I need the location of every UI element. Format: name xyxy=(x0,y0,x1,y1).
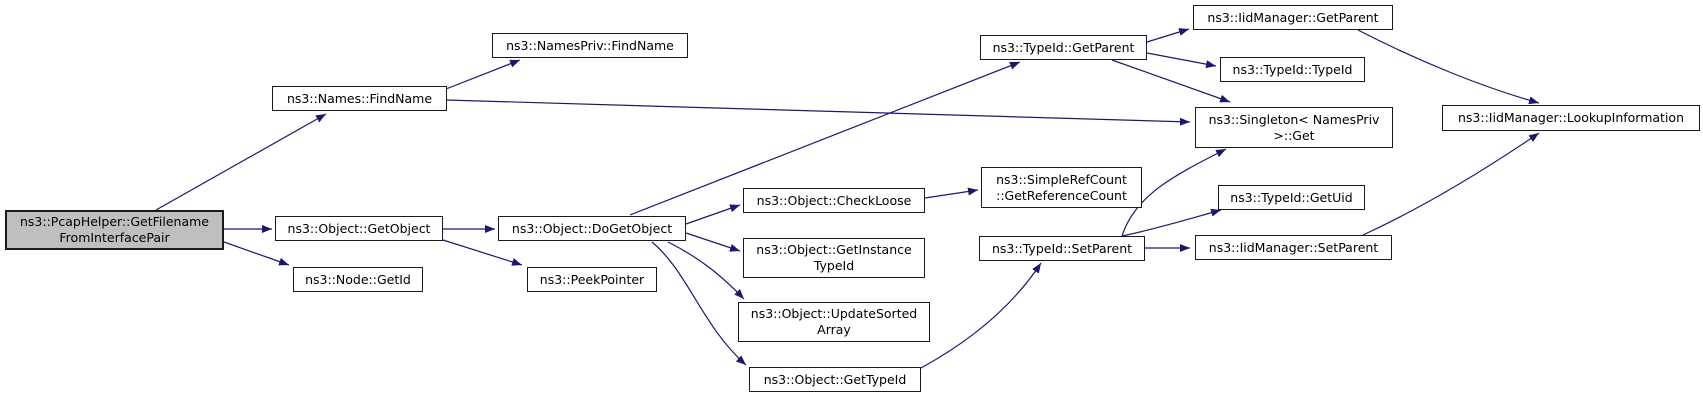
node-object-dogetobject[interactable]: ns3::Object::DoGetObject xyxy=(498,216,686,241)
node-object-gettypeid[interactable]: ns3::Object::GetTypeId xyxy=(749,367,921,392)
node-iidmanager-setparent[interactable]: ns3::IidManager::SetParent xyxy=(1195,235,1392,260)
edge-typeid-getparent--iidmanager-getparent xyxy=(1146,28,1190,43)
edge-typeid-setparent--singleton-namespriv-get xyxy=(1121,148,1227,237)
edge-object-gettypeid--typeid-setparent xyxy=(920,262,1042,369)
edge-object-dogetobject--typeid-getparent xyxy=(629,61,1021,216)
node-typeid-getparent[interactable]: ns3::TypeId::GetParent xyxy=(980,35,1147,60)
edge-typeid-setparent--typeid-getuid xyxy=(1121,208,1222,237)
node-typeid-typeid[interactable]: ns3::TypeId::TypeId xyxy=(1220,57,1365,82)
node-object-checkloose[interactable]: ns3::Object::CheckLoose xyxy=(743,188,925,213)
node-object-updatesortedarray[interactable]: ns3::Object::UpdateSorted Array xyxy=(738,302,930,342)
node-typeid-getuid[interactable]: ns3::TypeId::GetUid xyxy=(1218,185,1365,210)
edge-object-checkloose--simplerefcount-getreferencecount xyxy=(924,187,979,199)
edge-typeid-getparent--typeid-typeid xyxy=(1146,52,1217,69)
edge-iidmanager-setparent--iidmanager-lookupinformation xyxy=(1362,132,1540,236)
node-pcaphelper-getfilenamefrominterfacepair: ns3::PcapHelper::GetFilename FromInterfa… xyxy=(5,210,224,250)
node-typeid-setparent[interactable]: ns3::TypeId::SetParent xyxy=(979,236,1145,261)
edge-object-dogetobject--object-getinstancetypeid xyxy=(685,232,741,252)
node-peekpointer[interactable]: ns3::PeekPointer xyxy=(527,267,657,292)
edge-names-findname--namespriv-findname xyxy=(445,59,521,90)
edge-pcaphelper-getfilenamefrominterfacepair--node-getid xyxy=(223,241,290,266)
edge-typeid-getparent--singleton-namespriv-get xyxy=(1111,59,1231,103)
node-object-getobject[interactable]: ns3::Object::GetObject xyxy=(275,216,443,241)
node-singleton-namespriv-get[interactable]: ns3::Singleton< NamesPriv >::Get xyxy=(1195,107,1393,148)
node-names-findname[interactable]: ns3::Names::FindName xyxy=(272,86,447,111)
node-namespriv-findname[interactable]: ns3::NamesPriv::FindName xyxy=(492,33,688,58)
node-object-getinstancetypeid[interactable]: ns3::Object::GetInstance TypeId xyxy=(743,238,925,278)
edge-iidmanager-getparent--iidmanager-lookupinformation xyxy=(1357,29,1540,105)
edge-object-dogetobject--object-checkloose xyxy=(685,204,741,225)
edge-pcaphelper-getfilenamefrominterfacepair--names-findname xyxy=(155,113,327,211)
edge-names-findname--singleton-namespriv-get xyxy=(445,99,1191,126)
node-iidmanager-lookupinformation[interactable]: ns3::IidManager::LookupInformation xyxy=(1442,105,1700,131)
node-node-getid[interactable]: ns3::Node::GetId xyxy=(293,267,423,292)
edge-object-dogetobject--object-updatesortedarray xyxy=(667,241,745,300)
node-simplerefcount-getreferencecount[interactable]: ns3::SimpleRefCount ::GetReferenceCount xyxy=(981,167,1142,208)
edge-object-getobject--peekpointer xyxy=(442,239,523,266)
edge-object-dogetobject--object-gettypeid xyxy=(651,241,747,366)
node-iidmanager-getparent[interactable]: ns3::IidManager::GetParent xyxy=(1193,5,1393,30)
